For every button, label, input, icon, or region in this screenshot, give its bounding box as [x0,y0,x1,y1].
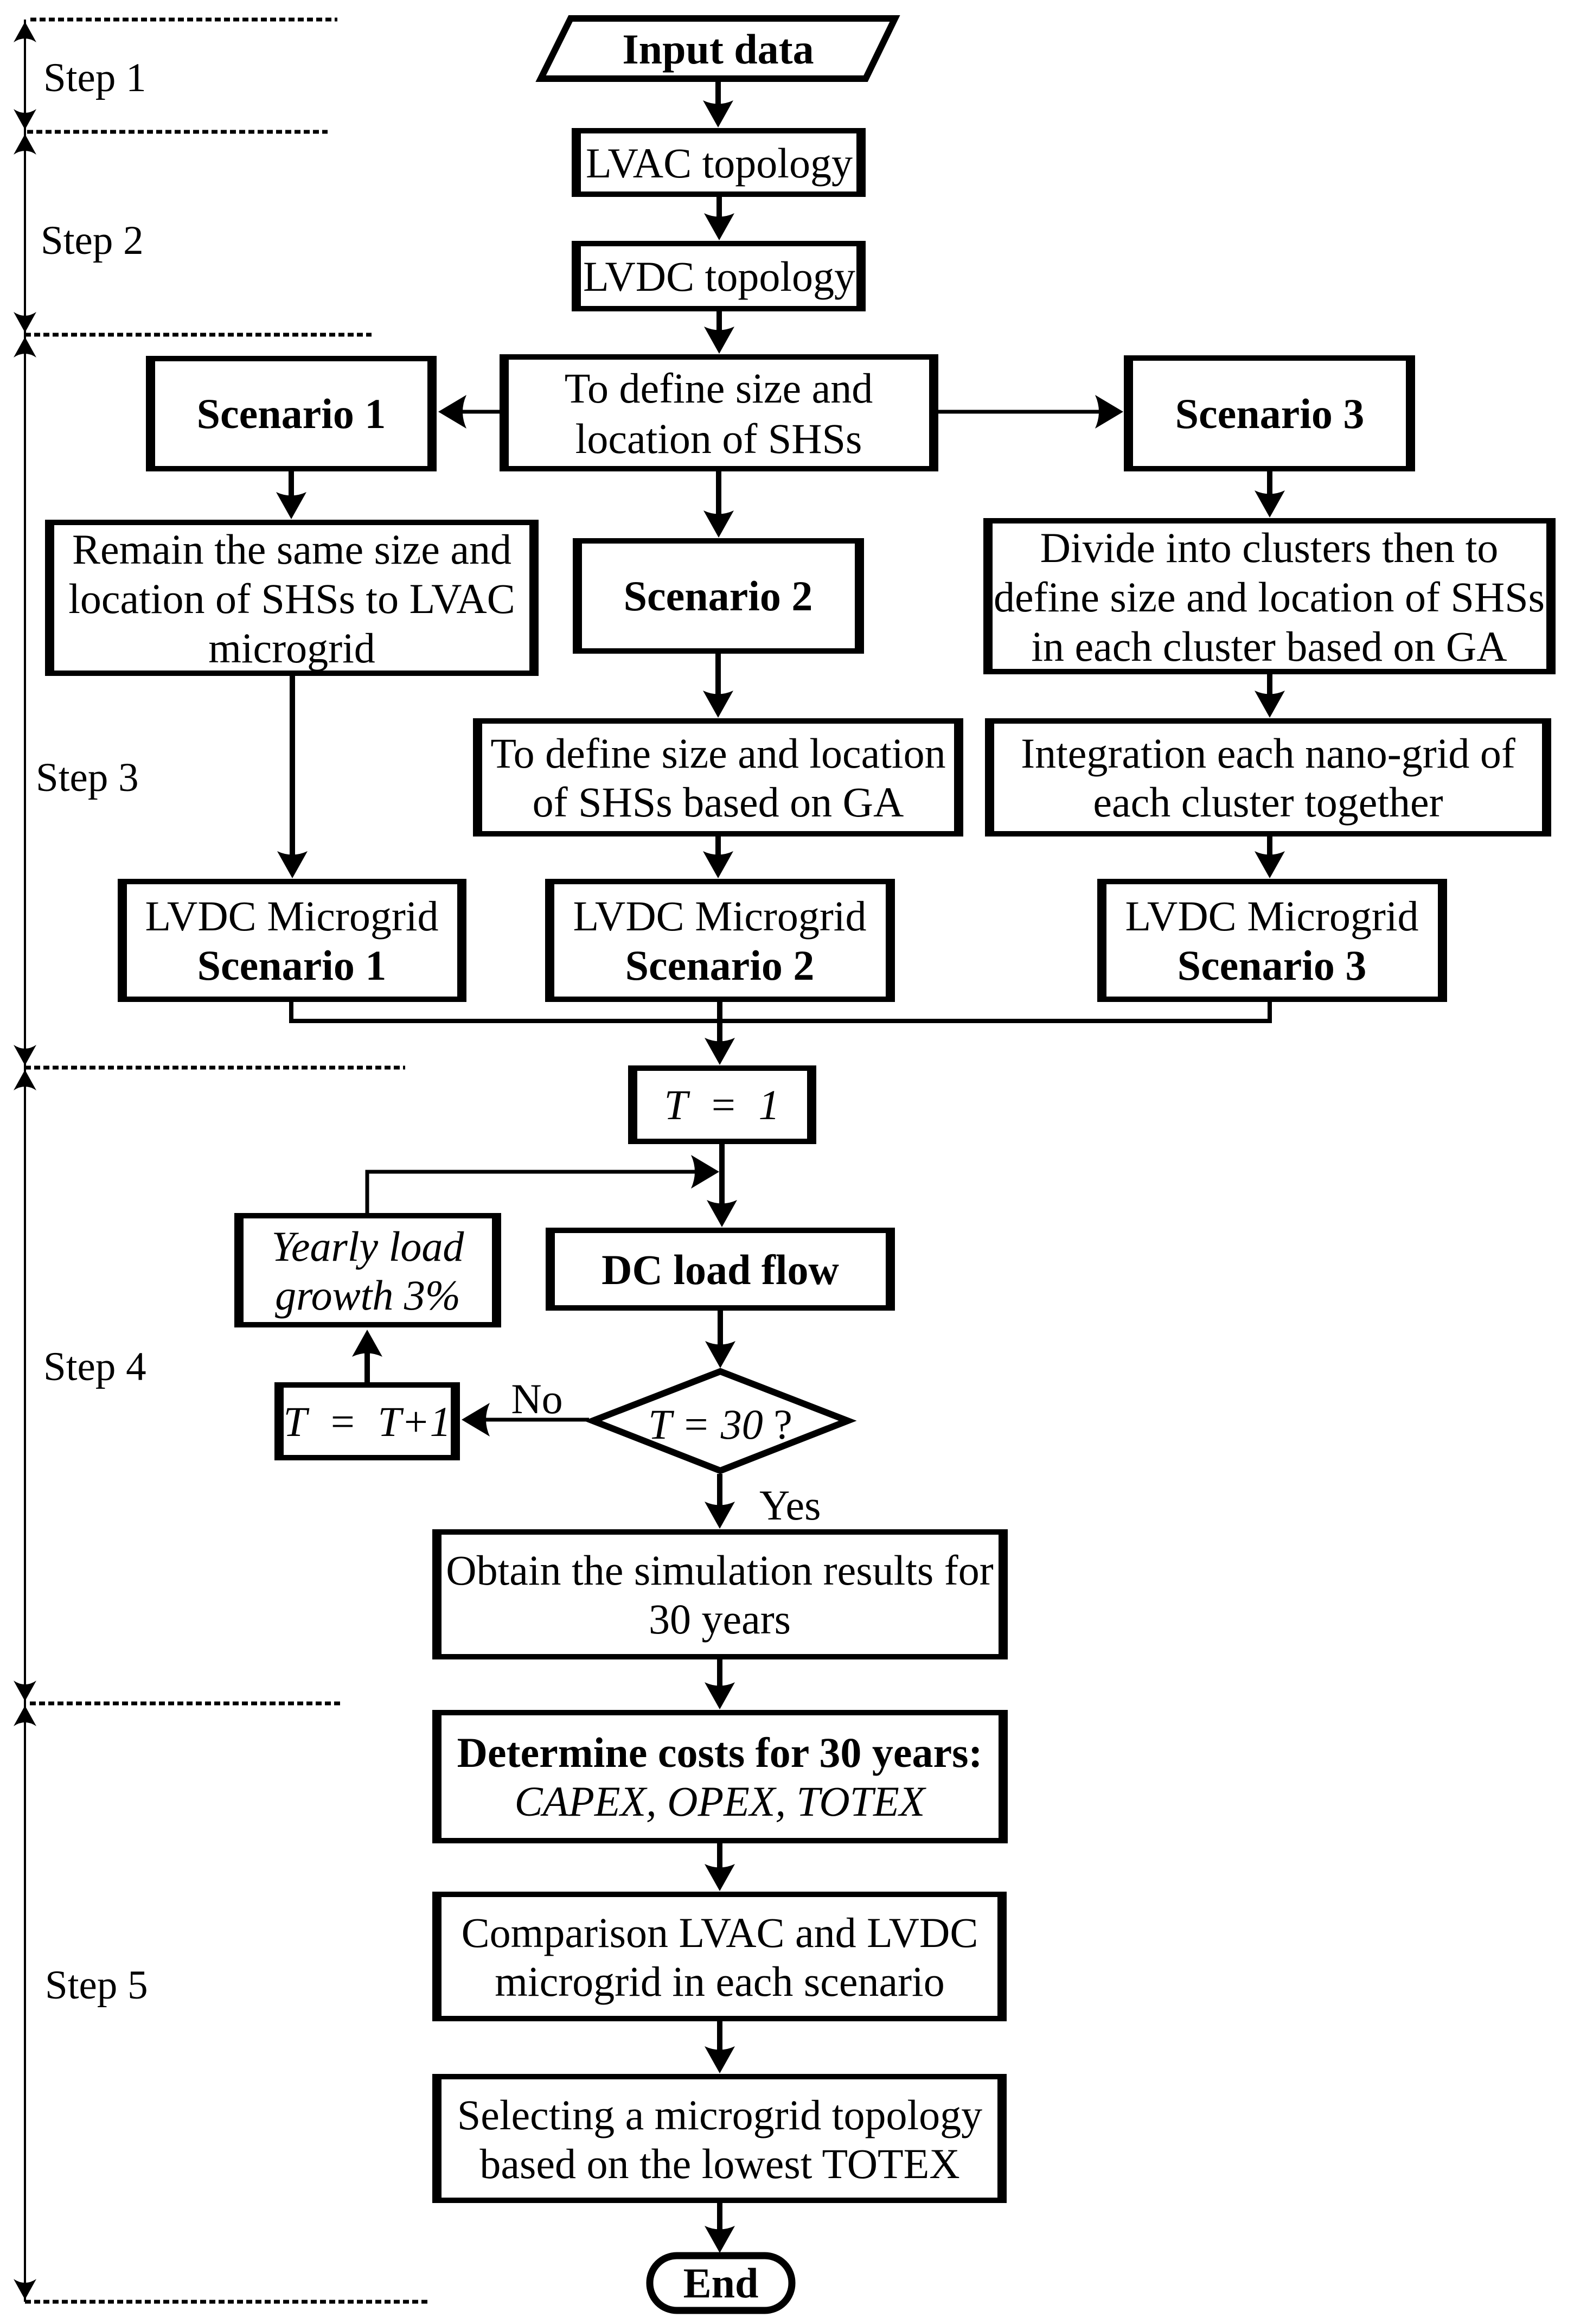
svg-text:in each cluster based on GA: in each cluster based on GA [1031,623,1507,670]
svg-text:Step 5: Step 5 [45,1963,148,2008]
svg-text:LVDC Microgrid: LVDC Microgrid [1125,892,1419,940]
svg-text:Scenario 2: Scenario 2 [624,572,813,620]
svg-text:LVDC Microgrid: LVDC Microgrid [145,892,439,940]
svg-text:CAPEX, OPEX, TOTEX: CAPEX, OPEX, TOTEX [515,1778,927,1825]
svg-text:Integration each nano-grid of: Integration each nano-grid of [1021,730,1515,777]
svg-text:microgrid in each scenario: microgrid in each scenario [495,1958,944,2005]
svg-text:Comparison LVAC and LVDC: Comparison LVAC and LVDC [462,1909,978,1956]
svg-text:LVDC topology: LVDC topology [583,253,855,300]
svg-text:30 years: 30 years [649,1595,791,1643]
svg-text:No: No [511,1375,562,1422]
svg-text:of SHSs based on GA: of SHSs based on GA [533,778,904,826]
svg-text:Scenario 1: Scenario 1 [197,942,387,989]
svg-text:DC load flow: DC load flow [602,1246,839,1293]
svg-text:each cluster together: each cluster together [1093,778,1443,826]
svg-text:location of SHSs to LVAC: location of SHSs to LVAC [68,575,515,622]
svg-text:Step 3: Step 3 [36,755,139,800]
svg-text:Step 2: Step 2 [41,218,144,263]
svg-text:Remain the same size and: Remain the same size and [72,526,511,573]
svg-text:microgrid: microgrid [208,624,375,672]
svg-text:LVAC topology: LVAC topology [586,139,853,187]
svg-text:Yes: Yes [759,1482,821,1529]
svg-text:Selecting a microgrid topology: Selecting a microgrid topology [457,2091,982,2138]
svg-text:T = T+1: T = T+1 [283,1398,451,1445]
svg-text:Scenario 3: Scenario 3 [1178,942,1367,989]
svg-text:growth 3%: growth 3% [275,1272,460,1319]
svg-text:To define size and: To define size and [565,365,873,412]
svg-text:Obtain the simulation results: Obtain the simulation results for [446,1547,994,1594]
svg-text:based on the lowest TOTEX: based on the lowest TOTEX [479,2140,959,2187]
svg-text:T = 30 ?: T = 30 ? [648,1401,792,1448]
svg-text:Scenario 2: Scenario 2 [625,942,815,989]
svg-text:To define size and location: To define size and location [490,730,945,777]
svg-text:Determine costs for 30 years:: Determine costs for 30 years: [457,1729,983,1776]
svg-text:Step 1: Step 1 [43,55,146,100]
svg-text:End: End [683,2259,759,2307]
svg-text:Input data: Input data [622,25,814,73]
svg-text:Step 4: Step 4 [43,1344,146,1389]
svg-text:define size and location of SH: define size and location of SHSs [994,573,1545,621]
svg-text:T = 1: T = 1 [664,1081,779,1128]
svg-text:LVDC Microgrid: LVDC Microgrid [573,892,867,940]
svg-text:location of SHSs: location of SHSs [575,415,862,462]
svg-text:Scenario 1: Scenario 1 [197,390,386,437]
svg-text:Yearly load: Yearly load [272,1223,465,1270]
svg-text:Scenario 3: Scenario 3 [1175,390,1365,437]
svg-text:Divide into clusters then to: Divide into clusters then to [1040,524,1499,571]
